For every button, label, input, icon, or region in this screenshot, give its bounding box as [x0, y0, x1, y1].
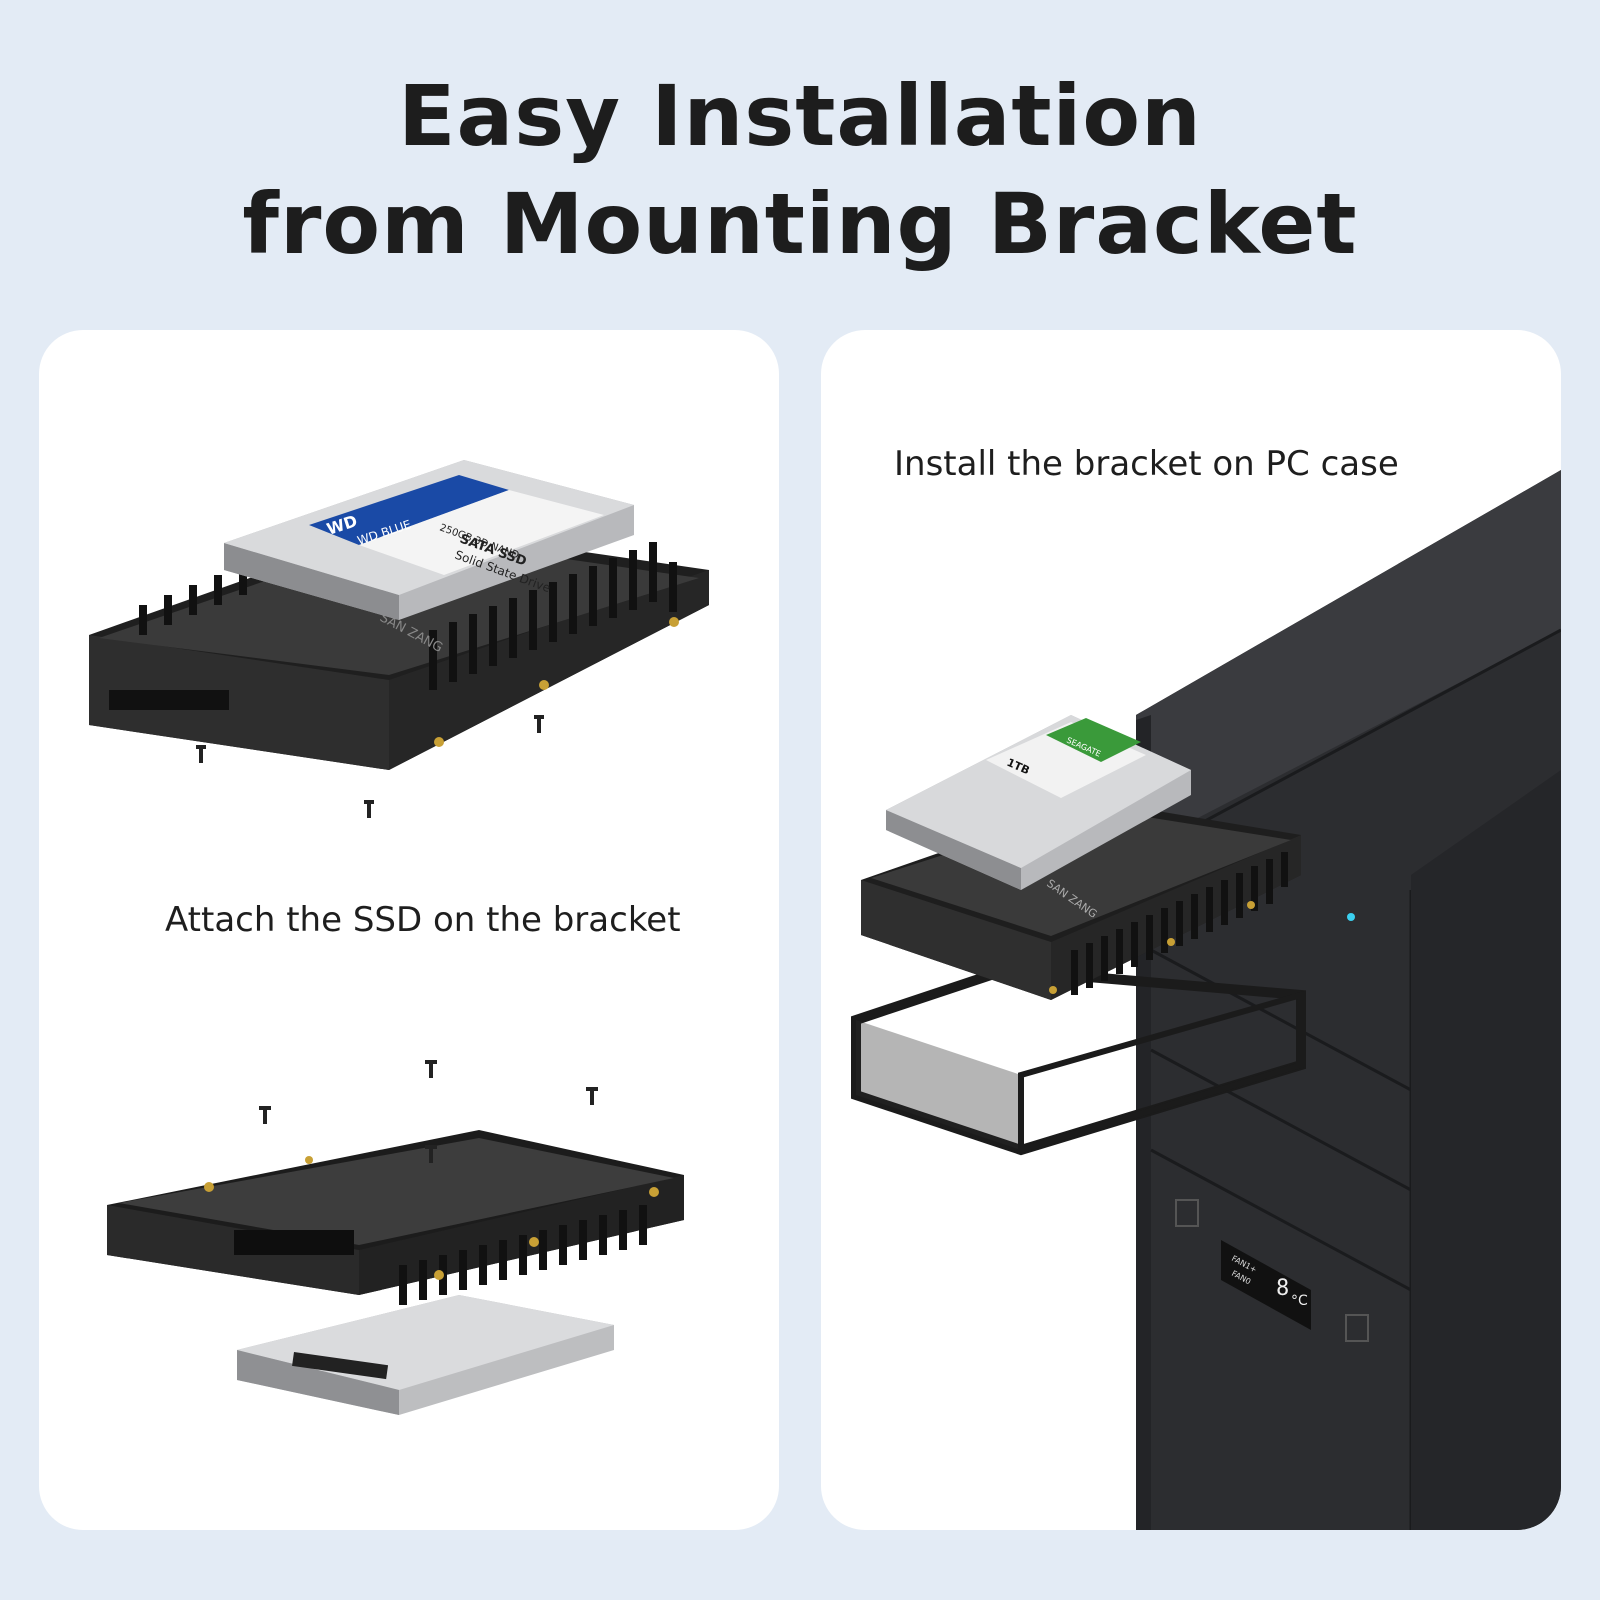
left-caption: Attach the SSD on the bracket — [165, 900, 681, 940]
page-title: Easy Installation from Mounting Bracket — [0, 62, 1600, 278]
pc-case-illustration: FAN1+ FAN0 8 °C — [1136, 470, 1561, 1530]
ssd-bottom-illustration — [237, 1295, 614, 1415]
ssd-top-illustration: WD WD BLUE 250GB 3D NAND SATA SSD Solid … — [224, 460, 634, 620]
left-step-card: SAN ZANG WD WD BLUE 250GB 3D NAND SATA S… — [39, 330, 779, 1530]
panel-temp-unit: °C — [1291, 1293, 1308, 1309]
bracket-bottom-illustration — [107, 1060, 684, 1305]
right-caption: Install the bracket on PC case — [894, 444, 1399, 484]
panel-temp-digit: 8 — [1276, 1276, 1289, 1301]
right-illustration: FAN1+ FAN0 8 °C — [851, 470, 1561, 1530]
right-step-card: FAN1+ FAN0 8 °C — [821, 330, 1561, 1530]
title-line-1: Easy Installation — [398, 67, 1202, 165]
hdd-illustration: SEAGATE 1TB — [886, 715, 1191, 890]
left-illustration: SAN ZANG WD WD BLUE 250GB 3D NAND SATA S… — [89, 460, 709, 1415]
title-line-2: from Mounting Bracket — [242, 175, 1358, 273]
